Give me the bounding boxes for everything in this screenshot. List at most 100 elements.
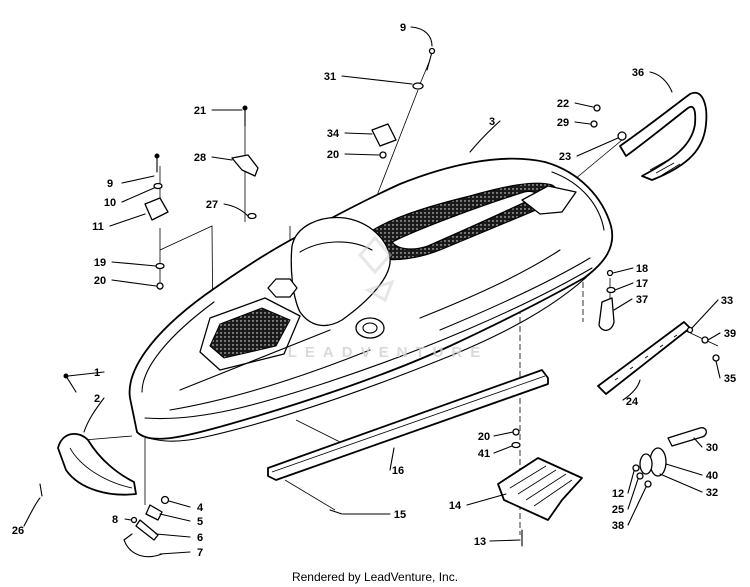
hull-side-stripe (169, 257, 591, 411)
lever (135, 519, 159, 541)
nut-icon (156, 282, 164, 290)
screw-head-icon (428, 47, 436, 55)
callout-41: 41 (478, 448, 490, 460)
fuel-cap (267, 278, 298, 298)
washer-icon (636, 472, 644, 480)
watermark-logo (357, 235, 395, 303)
nut-icon (712, 354, 720, 362)
callout-20-b: 20 (94, 275, 106, 287)
deck-crease (179, 249, 561, 391)
spacer-icon (617, 131, 627, 141)
callout-13: 13 (474, 536, 486, 548)
ride-plate (497, 457, 583, 521)
callout-38: 38 (612, 520, 624, 532)
u-bolt (667, 427, 707, 447)
screw-head-icon (606, 269, 614, 277)
callout-22: 22 (557, 98, 569, 110)
callout-17: 17 (636, 278, 648, 290)
screw-head-icon (644, 480, 652, 488)
trim-strip (597, 321, 691, 395)
hull-bottom-line (136, 263, 601, 442)
nut-icon (379, 151, 387, 159)
storage-hatch (209, 307, 291, 359)
hull-emblem-inner (362, 322, 378, 334)
disc-gasket (639, 453, 653, 475)
bracket (145, 504, 163, 521)
callout-12: 12 (612, 488, 624, 500)
screw-head-icon (154, 153, 160, 159)
callout-1: 1 (94, 367, 100, 379)
leader-lines (23, 26, 721, 555)
latch-bracket (144, 197, 169, 221)
callout-28: 28 (194, 152, 206, 164)
grab-handle-ribbing (649, 159, 681, 176)
callout-26: 26 (12, 525, 24, 537)
callout-11: 11 (92, 221, 104, 233)
callout-36: 36 (632, 67, 644, 79)
washer-icon (511, 441, 521, 449)
screw-head-icon (686, 326, 694, 334)
bolt-icon (329, 509, 343, 515)
callout-27: 27 (206, 199, 218, 211)
mount-plate (371, 123, 397, 147)
bracket (231, 154, 259, 177)
nut-icon (632, 464, 640, 472)
callout-40: 40 (706, 470, 718, 482)
nose-bumper-edge (69, 447, 133, 489)
ride-plate-ribs (509, 465, 573, 507)
screw-head-icon (242, 105, 248, 111)
callout-33: 33 (721, 295, 733, 307)
callout-21: 21 (194, 105, 206, 117)
callout-15: 15 (394, 509, 406, 521)
callout-20-c: 20 (478, 431, 490, 443)
hull-gunwale-line (141, 171, 605, 393)
nut-icon (512, 428, 520, 436)
callout-24: 24 (626, 396, 639, 408)
callout-9-b: 9 (107, 178, 113, 190)
hull-chine-line (144, 267, 593, 420)
parts (39, 47, 720, 558)
callouts: 9 31 36 22 29 3 34 20 23 21 28 9 10 27 1… (12, 22, 736, 559)
callout-14: 14 (449, 500, 462, 512)
callout-4: 4 (197, 502, 204, 514)
latch-hook (123, 533, 163, 558)
callout-35: 35 (724, 373, 736, 385)
callout-3: 3 (489, 116, 495, 128)
callout-20: 20 (327, 149, 339, 161)
screw-icon (39, 483, 43, 497)
callout-10: 10 (104, 197, 116, 209)
callout-6: 6 (197, 532, 203, 544)
callout-2: 2 (94, 393, 100, 405)
callout-23: 23 (559, 151, 571, 163)
screw-head-icon (130, 516, 138, 524)
watermark-text: LEADVENTURE (288, 344, 489, 361)
nose-bumper (57, 433, 137, 496)
callout-30: 30 (706, 442, 718, 454)
hook-clip (598, 297, 615, 331)
washer-icon (412, 82, 424, 90)
screw-head-icon (63, 373, 69, 379)
washer-icon (153, 182, 163, 190)
washer-icon (155, 262, 165, 270)
callout-32: 32 (706, 487, 718, 499)
footer-credit: Rendered by LeadVenture, Inc. (292, 570, 458, 584)
grab-handle (619, 91, 708, 181)
screw-icon (65, 375, 77, 393)
callout-37: 37 (636, 294, 648, 306)
washer-icon (606, 286, 616, 294)
nut-icon (593, 104, 601, 112)
callout-29: 29 (557, 117, 569, 129)
callout-39: 39 (724, 328, 736, 340)
callout-5: 5 (197, 516, 203, 528)
hull-assembly (128, 157, 614, 442)
callout-31: 31 (324, 71, 336, 83)
callout-16: 16 (392, 465, 404, 477)
callout-7: 7 (197, 547, 203, 559)
screw-icon (426, 51, 433, 71)
callout-9: 9 (400, 22, 406, 34)
washer-icon (701, 336, 709, 344)
callout-25: 25 (612, 504, 624, 516)
callout-19: 19 (94, 257, 106, 269)
hull-emblem (355, 317, 385, 339)
rub-rail (267, 369, 549, 481)
